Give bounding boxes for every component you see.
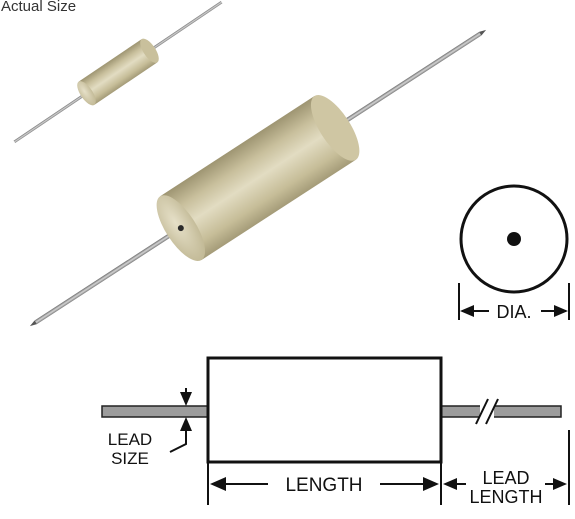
dia-arrow-left xyxy=(460,305,474,317)
lead-size-label-line2: SIZE xyxy=(111,449,149,468)
side-view-dimensions: LEAD SIZE LENGTH LEAD LENGTH xyxy=(101,356,570,507)
end-view-lead-dot xyxy=(507,232,521,246)
length-arrow-left xyxy=(210,477,226,491)
end-view-circle xyxy=(459,184,569,294)
large-capacitor-body xyxy=(160,96,356,260)
lead-length-arrow-right xyxy=(553,478,567,490)
small-capacitor-end-cap xyxy=(77,81,96,106)
dia-arrow-right xyxy=(554,305,568,317)
large-capacitor-illustration xyxy=(29,29,487,327)
small-capacitor-body xyxy=(78,39,158,105)
lead-size-arrow-top xyxy=(180,392,192,406)
end-view-diameter: DIA. xyxy=(458,184,570,322)
lead-size-arrow-bottom xyxy=(180,417,192,431)
lead-size-label-line1: LEAD xyxy=(108,430,152,449)
lead-break-mark-2 xyxy=(485,398,499,425)
right-lead-band xyxy=(440,405,562,418)
lead-length-arrow-left xyxy=(443,478,457,490)
lead-length-label-line1: LEAD xyxy=(482,468,529,488)
actual-size-caption: Actual Size xyxy=(1,0,76,15)
lead-length-label-line2: LENGTH xyxy=(469,487,542,507)
small-capacitor-illustration xyxy=(13,0,223,144)
dia-label: DIA. xyxy=(496,302,531,322)
lead-break-mark-1 xyxy=(475,398,489,425)
length-label: LENGTH xyxy=(285,475,362,496)
left-lead-band xyxy=(101,405,209,418)
length-arrow-right xyxy=(423,477,439,491)
capacitor-body-outline xyxy=(206,356,443,464)
